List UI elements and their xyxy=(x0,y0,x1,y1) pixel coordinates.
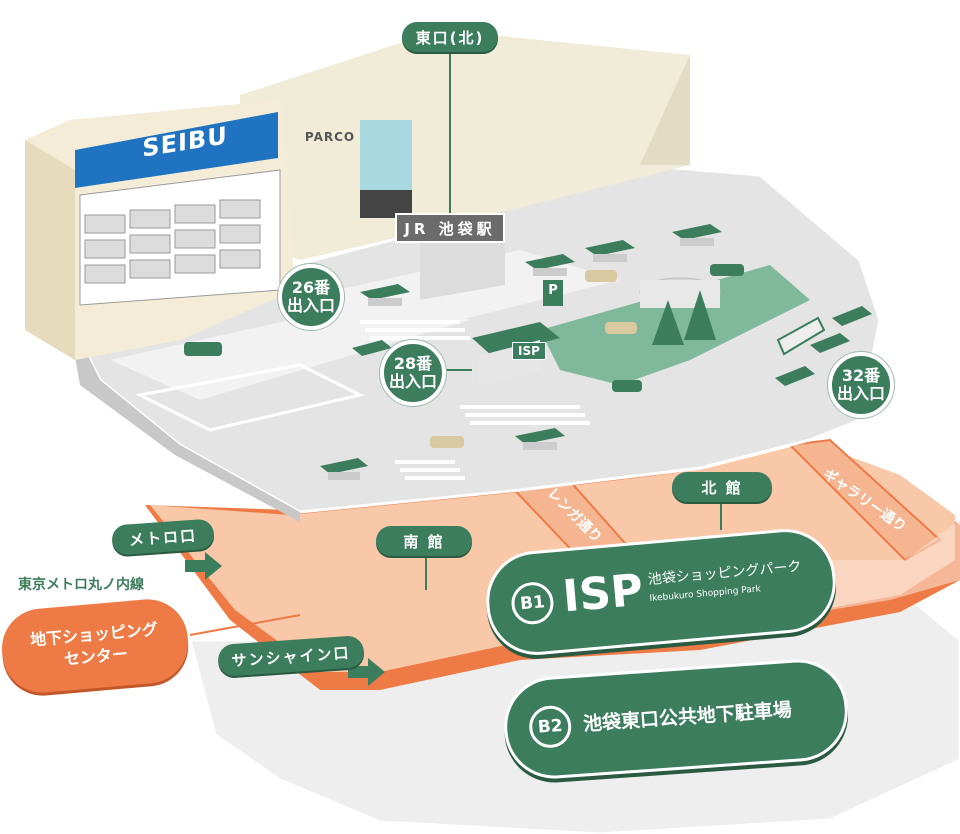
crosswalk-3 xyxy=(395,460,465,480)
bus xyxy=(776,316,826,356)
exit-32-line1: 32番 xyxy=(841,366,881,385)
b1-badge: B1 xyxy=(509,580,556,626)
exit-26-line2: 出入口 xyxy=(286,296,335,315)
marunouchi-line-label: 東京メトロ丸ノ内線 xyxy=(18,577,144,593)
canopy-group xyxy=(320,224,872,480)
seibu-side xyxy=(25,140,75,360)
parco-side xyxy=(640,55,690,165)
exit-28-marker[interactable]: 28番 出入口 xyxy=(380,340,446,406)
exit-28-line2: 出入口 xyxy=(388,372,437,391)
exit-26-line1: 26番 xyxy=(291,278,331,297)
isp-kiosk-sign: ISP xyxy=(512,342,546,360)
seibu-sign-board xyxy=(75,112,278,188)
b1-title: ISP xyxy=(560,564,646,622)
parco-building xyxy=(240,30,690,260)
b2-name: 池袋東口公共地下駐車場 xyxy=(582,698,793,735)
road-left xyxy=(110,300,470,400)
sunshine-arrow-icon xyxy=(348,658,385,686)
b2-badge: B2 xyxy=(527,704,573,750)
parco-window xyxy=(360,120,412,190)
jr-station-sign: JR 池袋駅 xyxy=(395,213,505,243)
underground-leader xyxy=(189,614,301,636)
exit-26-marker[interactable]: 26番 出入口 xyxy=(278,264,344,330)
metro-arrow-icon xyxy=(185,552,222,580)
parking-grid xyxy=(135,363,365,432)
crosswalk-1 xyxy=(360,320,470,340)
cars xyxy=(184,264,744,392)
isp-kiosk-roof xyxy=(472,322,560,356)
east-north-exit-label[interactable]: 東口(北) xyxy=(402,22,498,52)
taxis xyxy=(430,270,637,448)
seibu-facade-panels xyxy=(79,169,281,306)
exit-28-line1: 28番 xyxy=(393,354,433,373)
tree xyxy=(652,300,684,345)
exit-32-line2: 出入口 xyxy=(836,384,885,403)
ground-edge xyxy=(72,330,300,522)
parking-p-icon: P xyxy=(548,282,558,298)
parking-post xyxy=(543,280,563,306)
underground-line2: センター xyxy=(63,644,129,669)
rotunda-body xyxy=(640,280,720,308)
tree xyxy=(684,290,716,340)
north-wing-label[interactable]: 北 館 xyxy=(672,472,772,502)
south-wing-label[interactable]: 南 館 xyxy=(376,526,472,556)
exit-32-marker[interactable]: 32番 出入口 xyxy=(828,352,894,418)
parco-sign: PARCO xyxy=(304,130,356,144)
crosswalk-2 xyxy=(460,405,590,425)
